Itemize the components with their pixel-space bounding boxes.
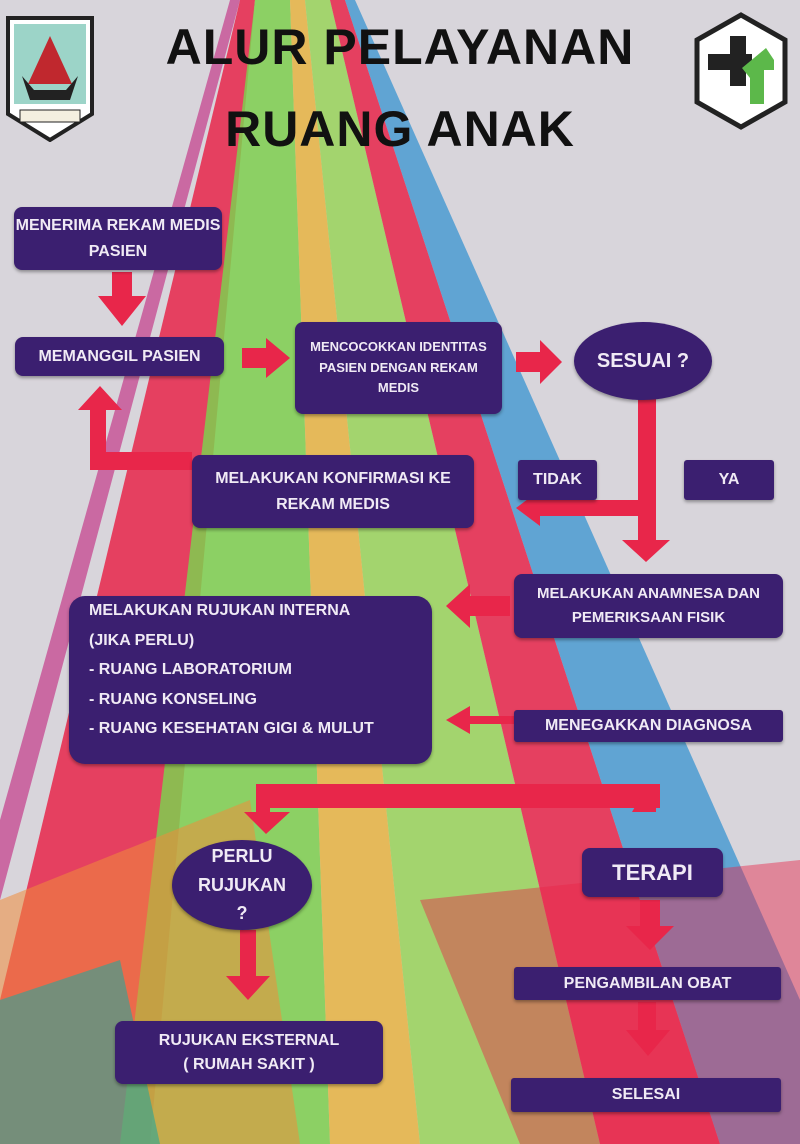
decision-sesuai: SESUAI ? <box>574 322 712 400</box>
step-menerima-rekam-medis: MENERIMA REKAM MEDIS PASIEN <box>14 207 222 270</box>
rujukan-interna-title: MELAKUKAN RUJUKAN INTERNA <box>89 602 351 619</box>
step-memanggil-pasien: MEMANGGIL PASIEN <box>15 337 224 376</box>
rujukan-interna-item: - RUANG KESEHATAN GIGI & MULUT <box>89 720 374 738</box>
step-selesai: SELESAI <box>511 1078 781 1112</box>
step-mencocokkan-identitas: MENCOCOKKAN IDENTITAS PASIEN DENGAN REKA… <box>295 322 502 414</box>
regency-emblem-logo <box>4 14 96 147</box>
puskesmas-logo <box>694 12 788 135</box>
step-rujukan-eksternal: RUJUKAN EKSTERNAL ( RUMAH SAKIT ) <box>115 1021 383 1084</box>
step-anamnesa: MELAKUKAN ANAMNESA DAN PEMERIKSAAN FISIK <box>514 574 783 638</box>
rujukan-eksternal-note: ( RUMAH SAKIT ) <box>183 1055 315 1073</box>
step-rujukan-interna: MELAKUKAN RUJUKAN INTERNA (JIKA PERLU) -… <box>69 596 432 764</box>
rujukan-eksternal-title: RUJUKAN EKSTERNAL <box>158 1031 340 1049</box>
title-line-2: RUANG ANAK <box>225 101 575 157</box>
rujukan-interna-note: (JIKA PERLU) <box>89 631 195 649</box>
rujukan-interna-item: - RUANG KONSELING <box>89 690 257 708</box>
step-menegakkan-diagnosa: MENEGAKKAN DIAGNOSA <box>514 710 783 742</box>
step-terapi: TERAPI <box>582 848 723 897</box>
rujukan-interna-item: - RUANG LABORATORIUM <box>89 661 292 679</box>
step-pengambilan-obat: PENGAMBILAN OBAT <box>514 967 781 1000</box>
label-tidak: TIDAK <box>518 460 597 500</box>
label-ya: YA <box>684 460 774 500</box>
step-konfirmasi-rekam-medis: MELAKUKAN KONFIRMASI KE REKAM MEDIS <box>192 455 474 528</box>
title-line-1: ALUR PELAYANAN <box>165 19 635 75</box>
decision-perlu-rujukan: PERLU RUJUKAN ? <box>172 840 312 930</box>
